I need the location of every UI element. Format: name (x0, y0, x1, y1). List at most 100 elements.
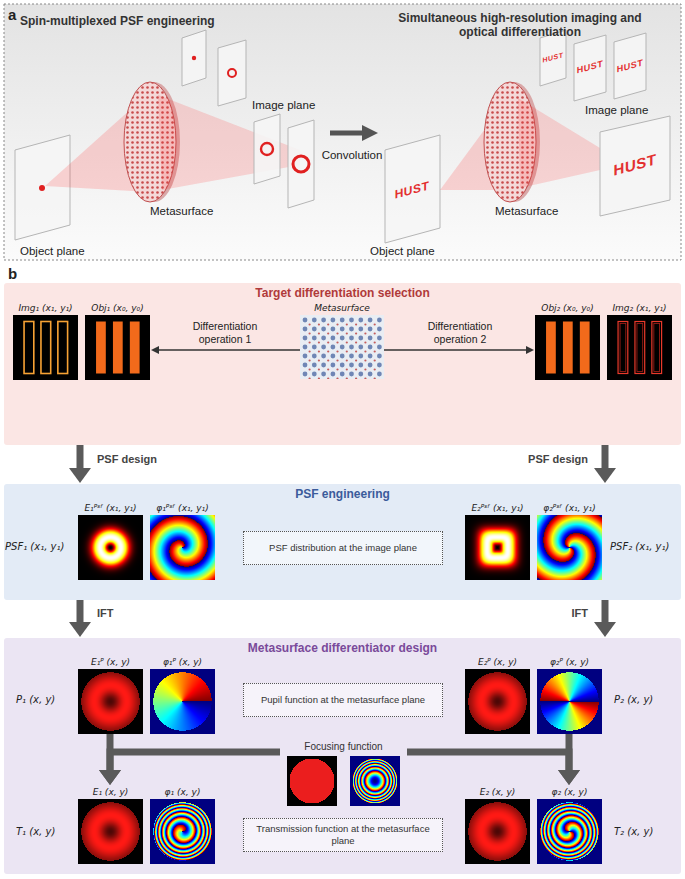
arrowhead (526, 346, 534, 354)
section-band: Metasurface differentiator designE₁ᴾ (x,… (4, 638, 681, 874)
section-band: Target differentiation selectionImg₁ (x₁… (4, 283, 681, 445)
image-panel: E₁ᴾ (x, y) (78, 656, 143, 734)
image-panel: Obj₂ (x₀, y₀) (535, 302, 600, 380)
connector-line (602, 445, 609, 469)
edge-label: IFT (97, 606, 157, 620)
box-text: Pupil function at the metasurface plane (261, 694, 425, 706)
field-image (85, 315, 150, 380)
image-label: φ₁ (x, y) (130, 786, 235, 799)
connector-line (158, 349, 300, 350)
image-label: E₁ (x, y) (58, 786, 163, 799)
connector-line (77, 600, 84, 623)
connector-line (384, 349, 527, 350)
edge-label: Differentiation operation 1 (175, 320, 275, 346)
function-box: Pupil function at the metasurface plane (243, 683, 443, 717)
arrowhead (558, 770, 580, 785)
connector-line (77, 445, 84, 469)
field-image (300, 315, 384, 379)
function-box: PSF distribution at the image plane (243, 531, 443, 565)
panel-letter: b (8, 265, 17, 283)
plate-text: HUST (595, 145, 675, 183)
image-panel: Obj₁ (x₀, y₀) (85, 302, 150, 380)
connector-arrow (594, 600, 616, 637)
arrowhead (69, 622, 91, 637)
right-setup (385, 30, 670, 243)
function-name: P₁ (x, y) (16, 694, 55, 706)
image-panel: E₁ᴾˢᶠ (x₁, y₁) (78, 502, 143, 580)
band-heading: PSF engineering (4, 484, 681, 501)
field-image (287, 756, 337, 806)
panel-title: Spin-multiplexed PSF engineering (20, 14, 215, 28)
component-label: Metasurface (495, 204, 558, 218)
arrowhead (99, 770, 121, 785)
image-label: Metasurface (280, 302, 404, 315)
field-image (537, 515, 602, 580)
field-image (465, 799, 530, 864)
connector-arrow (69, 600, 91, 637)
function-name: PSF₁ (x₁, y₁) (5, 541, 64, 553)
connector-arrow (594, 445, 616, 483)
arrowhead (151, 346, 159, 354)
arrowhead (594, 468, 616, 483)
section-band: PSF engineeringE₁ᴾˢᶠ (x₁, y₁)φ₁ᴾˢᶠ (x₁, … (4, 484, 681, 600)
panel-title: Simultaneous high-resolution imaging and… (392, 11, 648, 39)
field-image (465, 669, 530, 734)
image-label: φ₁ᴾˢᶠ (x₁, y₁) (130, 502, 235, 515)
arrowhead (69, 468, 91, 483)
band-heading: Metasurface differentiator design (4, 638, 681, 655)
connector-line (602, 600, 609, 623)
connector-arrow (151, 346, 300, 354)
field-image (13, 315, 78, 380)
function-name: P₂ (x, y) (614, 694, 653, 706)
focusing-panel: Focusing function (280, 740, 407, 810)
plane-label: Object plane (370, 244, 435, 258)
image-label: Img₁ (x₁, y₁) (0, 302, 98, 315)
box-text: PSF distribution at the image plane (269, 542, 417, 554)
connector-arrow (384, 346, 534, 354)
image-panel: E₁ (x, y) (78, 786, 143, 864)
image-label: φ₁ᴾ (x, y) (130, 656, 235, 669)
image-label: E₁ᴾˢᶠ (x₁, y₁) (58, 502, 163, 515)
image-label: Img₂ (x₁, y₁) (587, 302, 685, 315)
image-panel: Metasurface (300, 302, 384, 379)
panel-a-illustration (0, 0, 685, 264)
panel-frame (4, 4, 681, 260)
image-panel: φ₂ (x, y) (537, 786, 602, 864)
field-image (150, 669, 215, 734)
edge-label: Differentiation operation 2 (410, 320, 510, 346)
image-label: Obj₂ (x₀, y₀) (515, 302, 620, 315)
box-text: Transmission function at the metasurface… (250, 823, 436, 847)
edge-label: PSF design (516, 452, 588, 466)
function-name: PSF₂ (x₁, y₁) (610, 541, 669, 553)
image-panel: E₂ (x, y) (465, 786, 530, 864)
image-label: E₂ᴾˢᶠ (x₁, y₁) (445, 502, 550, 515)
edge-label: IFT (528, 606, 588, 620)
arrowhead (558, 770, 580, 785)
connector-arrow (69, 445, 91, 483)
field-image (150, 515, 215, 580)
plane-label: Image plane (585, 103, 648, 117)
field-image (465, 515, 530, 580)
image-panel: φ₁ᴾˢᶠ (x₁, y₁) (150, 502, 215, 580)
image-panel: φ₂ᴾ (x, y) (537, 656, 602, 734)
plane-label: Object plane (20, 244, 85, 258)
field-image (607, 315, 672, 380)
function-name: T₂ (x, y) (614, 826, 653, 838)
band-heading: Target differentiation selection (4, 283, 681, 300)
convolution-arrow (330, 125, 378, 141)
function-box: Transmission function at the metasurface… (243, 818, 443, 852)
image-label: Obj₁ (x₀, y₀) (65, 302, 170, 315)
plane-label: Image plane (252, 98, 315, 112)
image-panel: φ₁ᴾ (x, y) (150, 656, 215, 734)
image-label: E₂ (x, y) (445, 786, 550, 799)
field-image (535, 315, 600, 380)
field-image (78, 799, 143, 864)
field-image (537, 799, 602, 864)
edge-label: PSF design (97, 452, 177, 466)
connector-arrow (407, 752, 580, 785)
plate-text: HUST (372, 172, 452, 207)
connector-line (110, 752, 280, 771)
image-label: φ₂ᴾ (x, y) (517, 656, 622, 669)
